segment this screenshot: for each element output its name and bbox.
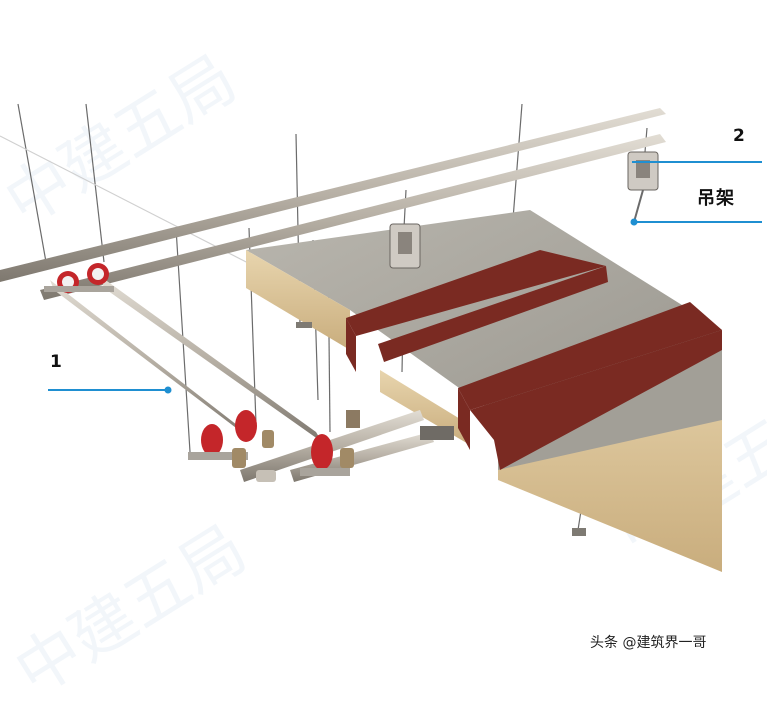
callout-label-2: 2 — [733, 126, 745, 146]
hanger-illustration — [0, 103, 762, 572]
upper-pipes — [0, 108, 666, 300]
callout-lines — [48, 161, 762, 391]
pipe-supports — [44, 263, 586, 536]
callout-label-hanger: 吊架 — [697, 188, 735, 209]
spring-hanger-left — [389, 223, 421, 269]
credit-text: 头条 @建筑界一哥 — [590, 635, 707, 651]
callout-label-1: 1 — [50, 352, 62, 372]
cover-strips — [346, 250, 722, 470]
valves — [232, 430, 354, 482]
